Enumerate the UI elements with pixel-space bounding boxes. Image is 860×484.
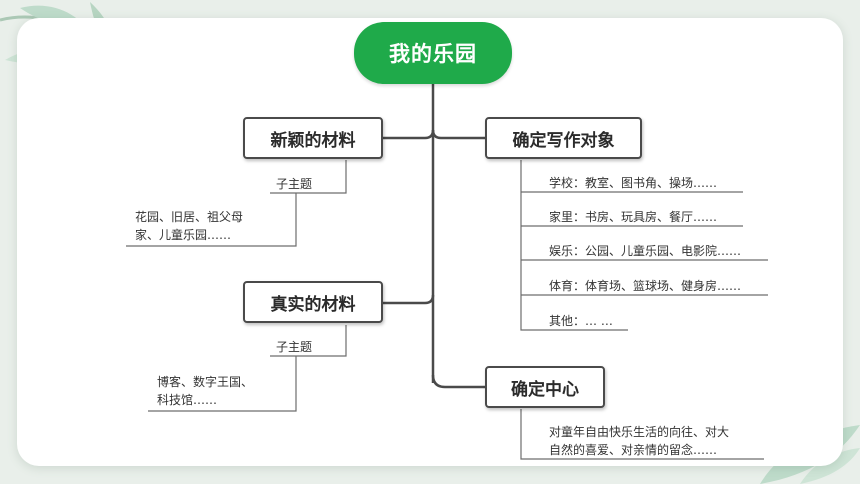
- topic-center[interactable]: 确定中心: [485, 366, 605, 408]
- list-item[interactable]: 体育：体育场、篮球场、健身房……: [549, 279, 742, 293]
- list-item[interactable]: 家里：书房、玩具房、餐厅……: [549, 210, 718, 224]
- topic-writing-object[interactable]: 确定写作对象: [485, 117, 642, 159]
- list-item[interactable]: 娱乐：公园、儿童乐园、电影院……: [549, 244, 742, 258]
- subtopic-label[interactable]: 子主题: [276, 177, 313, 191]
- detail-line: 花园、旧居、祖父母: [135, 210, 244, 224]
- real-materials-detail: 博客、数字王国、 科技馆……: [157, 373, 297, 409]
- detail-line: 博客、数字王国、: [157, 375, 254, 389]
- detail-line: 对童年自由快乐生活的向往、对大: [549, 425, 730, 439]
- novel-materials-detail: 花园、旧居、祖父母 家、儿童乐园……: [135, 208, 285, 244]
- root-node[interactable]: 我的乐园: [354, 22, 512, 84]
- detail-line: 科技馆……: [157, 393, 218, 407]
- detail-line: 家、儿童乐园……: [135, 228, 232, 242]
- center-detail: 对童年自由快乐生活的向往、对大 自然的喜爱、对亲情的留念……: [549, 423, 769, 459]
- topic-novel-materials[interactable]: 新颖的材料: [243, 117, 383, 159]
- list-item[interactable]: 其他：… …: [549, 314, 613, 328]
- detail-line: 自然的喜爱、对亲情的留念……: [549, 443, 718, 457]
- topic-real-materials[interactable]: 真实的材料: [243, 281, 383, 323]
- subtopic-label[interactable]: 子主题: [276, 340, 313, 354]
- list-item[interactable]: 学校：教室、图书角、操场……: [549, 176, 718, 190]
